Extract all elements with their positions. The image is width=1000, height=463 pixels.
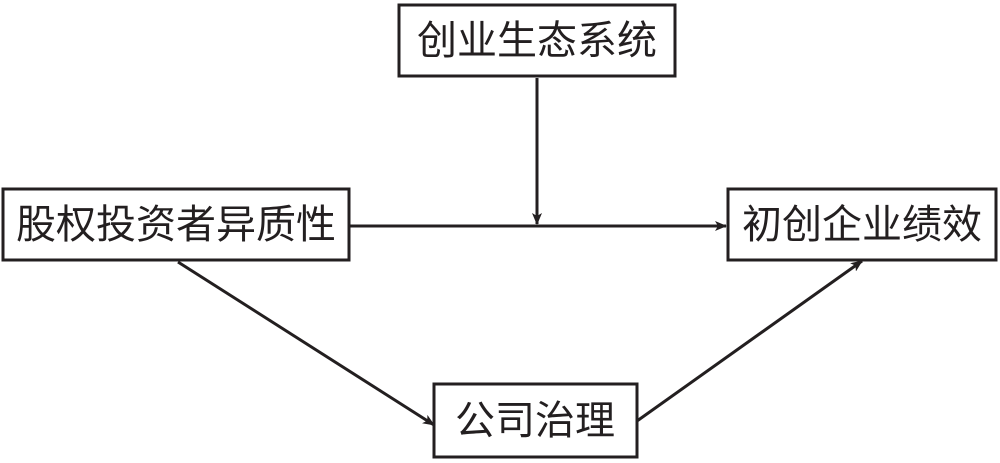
node-performance-label: 初创企业绩效: [742, 202, 982, 248]
node-ecosystem-label: 创业生态系统: [417, 18, 657, 64]
node-performance-box: [726, 187, 998, 262]
edge-investor-to-governance: [177, 260, 435, 427]
node-governance-box: [432, 382, 639, 459]
node-ecosystem: 创业生态系统: [397, 3, 677, 78]
node-investor-box: [1, 187, 351, 262]
node-ecosystem-box: [397, 3, 677, 78]
node-governance-label: 公司治理: [455, 398, 615, 444]
node-performance: 初创企业绩效: [726, 187, 998, 262]
edge-governance-to-performance: [636, 259, 863, 423]
node-investor: 股权投资者异质性: [1, 187, 351, 262]
node-governance: 公司治理: [432, 382, 639, 459]
node-investor-label: 股权投资者异质性: [16, 202, 336, 248]
